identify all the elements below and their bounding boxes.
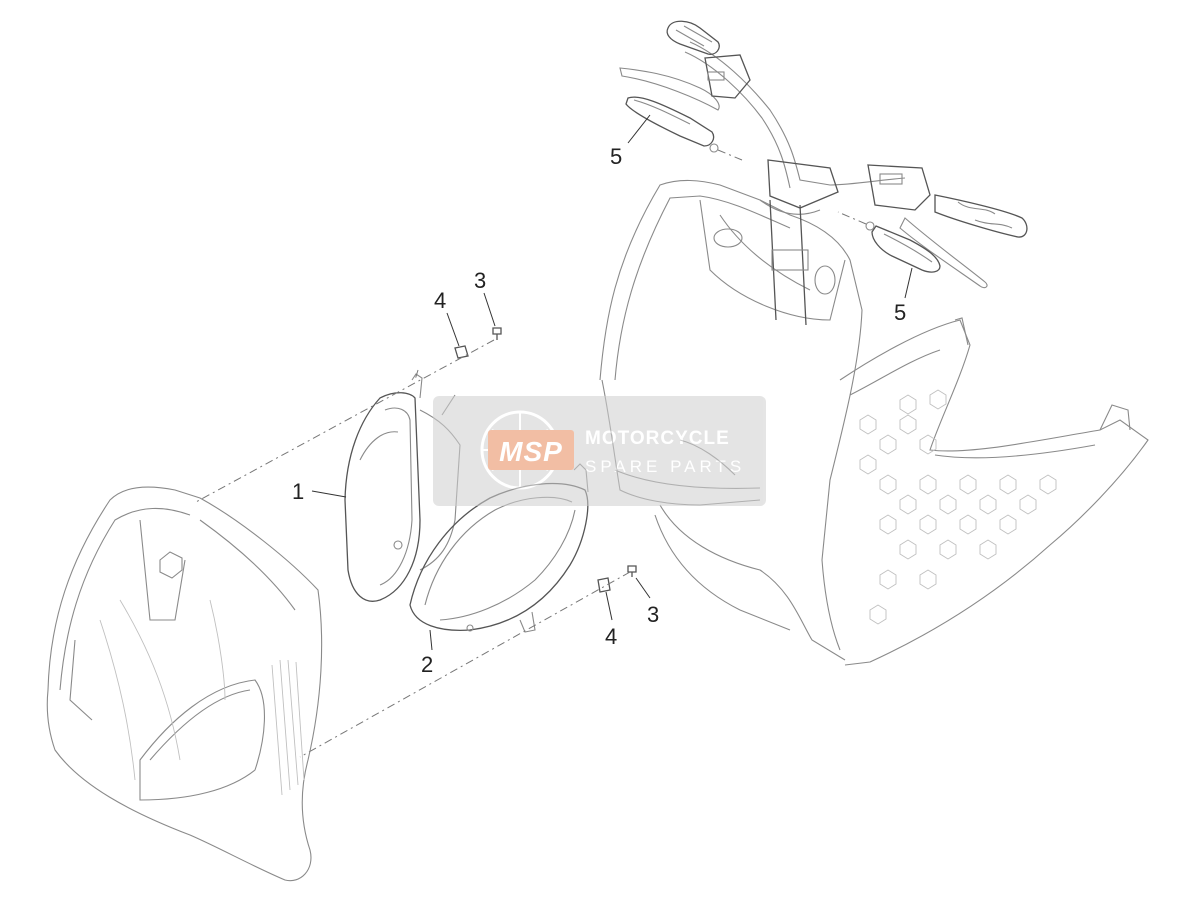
front-cover [46,486,323,882]
callout-3-bottom: 3 [647,602,659,627]
callout-4-bottom: 4 [605,624,617,649]
leader-3-bottom [635,577,651,599]
callout-5-left: 5 [610,144,622,169]
leader-3-top [483,292,496,327]
watermark-line1: MOTORCYCLE [585,428,730,449]
watermark-line2: SPARE PARTS [585,457,745,476]
footboard-pattern [859,389,1057,625]
callout-4-top: 4 [434,288,446,313]
clip-4-top [454,345,469,359]
leader-4-top [446,312,460,347]
leader-2 [429,629,433,651]
screw-3-top [492,327,502,340]
turn-signal-left [625,96,743,161]
leader-4-bottom [605,591,613,621]
watermark-logo-text: MSP [499,436,563,467]
callout-1: 1 [292,479,304,504]
callout-2: 2 [421,652,433,677]
handlebar-assembly [619,20,1028,289]
watermark: MSP MOTORCYCLE SPARE PARTS [433,396,766,506]
watermark-logo-box [488,430,574,470]
leader-1 [311,490,347,498]
clip-4-bottom [597,577,611,593]
callout-3-top: 3 [474,268,486,293]
watermark-background [433,396,766,506]
leader-5-right [904,267,913,299]
assembly-lines [195,339,631,758]
leader-5-left [627,114,651,144]
callouts: 1 2 3 4 3 4 5 5 [292,114,913,677]
headlamp-2 [409,463,589,633]
callout-5-right: 5 [894,300,906,325]
screw-3-bottom [627,565,637,577]
turn-signal-right [837,211,941,273]
